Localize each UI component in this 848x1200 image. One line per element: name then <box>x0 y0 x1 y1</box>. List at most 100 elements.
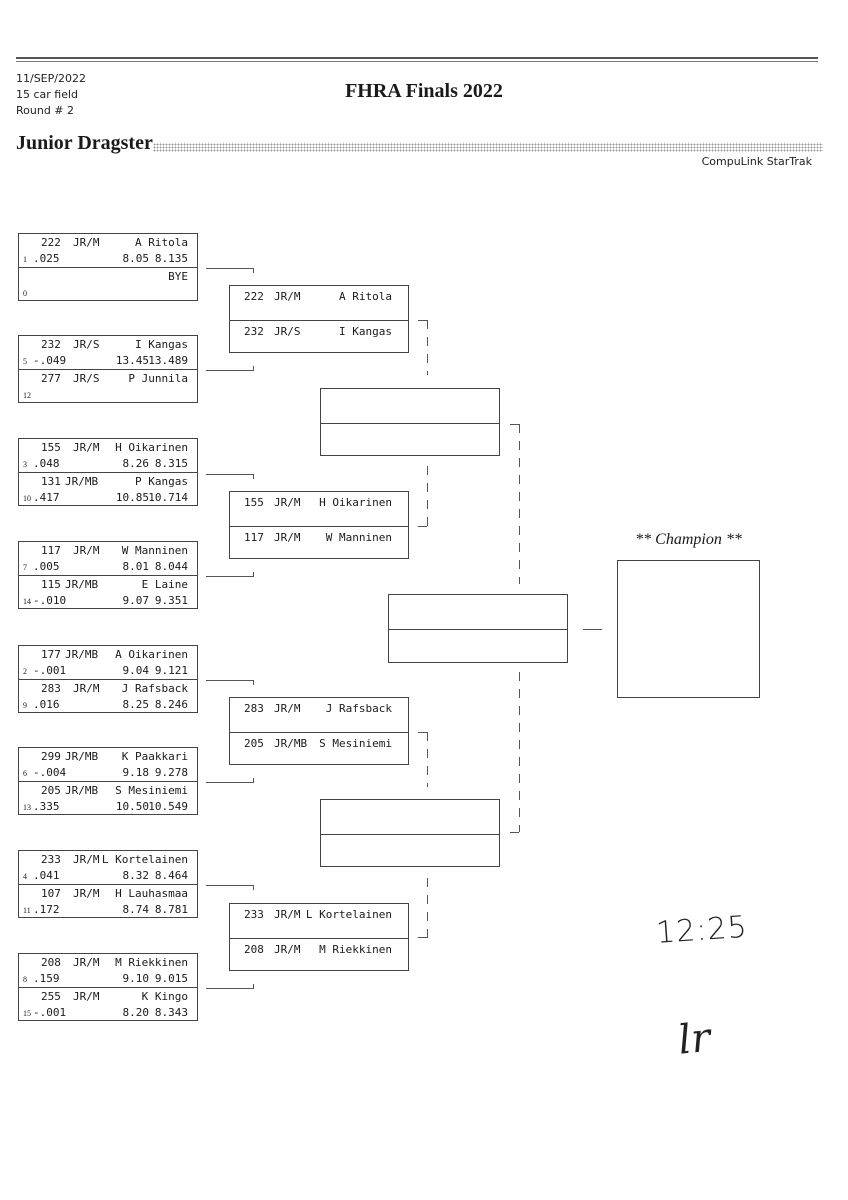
round2-dashed-connector <box>427 320 428 375</box>
racer-result-line: 4 .041 8.32 8.464 <box>19 869 197 884</box>
car-class: JR/M <box>73 236 100 249</box>
connector-tick <box>253 268 254 273</box>
car-class: JR/MB <box>274 737 308 750</box>
software-credit: CompuLink StarTrak <box>701 155 812 168</box>
car-number: 115 <box>41 578 61 591</box>
racer-lane: 283 JR/M J Rafsback 9 .016 8.25 8.246 <box>19 679 197 712</box>
racer-result-line: 0 <box>19 286 197 301</box>
car-number: 131 <box>41 475 61 488</box>
dial-in: 9.07 <box>122 594 150 607</box>
round2-connector <box>418 526 427 527</box>
driver-name: M Riekkinen <box>115 956 188 969</box>
dial-in: 8.20 <box>122 1006 150 1019</box>
car-number: 205 <box>41 784 61 797</box>
dotted-divider <box>153 143 823 152</box>
elapsed-time: 9.351 <box>154 594 188 607</box>
elapsed-time: 8.343 <box>154 1006 188 1019</box>
driver-name: W Manninen <box>325 531 392 544</box>
semifinal-pair-2 <box>320 799 500 867</box>
driver-name: L Kortelainen <box>305 908 392 921</box>
header-rule <box>16 57 818 59</box>
racer-lane: 283 JR/M J Rafsback <box>230 698 408 732</box>
car-number: 255 <box>41 990 61 1003</box>
qualifying-seed: 1 <box>23 255 27 264</box>
car-class: JR/MB <box>65 578 99 591</box>
racer-result-line: 14 -.010 9.07 9.351 <box>19 594 197 609</box>
driver-name: H Oikarinen <box>115 441 188 454</box>
reaction-time: .048 <box>33 457 60 470</box>
racer-entry-line: 177 JR/MB A Oikarinen <box>19 648 197 663</box>
driver-name: I Kangas <box>339 325 392 338</box>
racer-lane: 208 JR/M M Riekkinen <box>230 938 408 972</box>
dial-in: 10.50 <box>115 800 149 813</box>
car-number: 283 <box>244 702 264 715</box>
racer-result-line: 15 -.001 8.20 8.343 <box>19 1006 197 1021</box>
qualifying-seed: 15 <box>23 1009 31 1018</box>
round1-connector <box>206 268 254 269</box>
handwritten-time: 12:25 <box>655 909 749 951</box>
round1-pair: 117 JR/M W Manninen 7 .005 8.01 8.044 11… <box>18 541 198 609</box>
handwritten-initials: lr <box>676 1014 713 1064</box>
elapsed-time: 10.549 <box>148 800 188 813</box>
car-class: JR/M <box>274 290 301 303</box>
racer-entry-line: 255 JR/M K Kingo <box>19 990 197 1005</box>
racer-entry-line: 233 JR/M L Kortelainen <box>19 853 197 868</box>
racer-result-line: 6 -.004 9.18 9.278 <box>19 766 197 781</box>
driver-name: K Kingo <box>141 990 188 1003</box>
round1-connector <box>206 680 254 681</box>
racer-lane: 131 JR/MB P Kangas 10 .417 10.85 10.714 <box>19 472 197 505</box>
reaction-time: -.001 <box>33 664 67 677</box>
driver-name: A Ritola <box>135 236 188 249</box>
car-class: JR/MB <box>65 784 99 797</box>
round1-pair: 232 JR/S I Kangas 5 -.049 13.45 13.489 2… <box>18 335 198 403</box>
car-number: 117 <box>41 544 61 557</box>
event-title: FHRA Finals 2022 <box>345 80 503 102</box>
racer-entry-line: 299 JR/MB K Paakkari <box>19 750 197 765</box>
round2-dashed-connector <box>427 466 428 526</box>
qualifying-seed: 11 <box>23 906 31 915</box>
racer-entry-line: 107 JR/M H Lauhasmaa <box>19 887 197 902</box>
header-rule-thin <box>16 61 818 62</box>
reaction-time: .025 <box>33 252 60 265</box>
reaction-time: -.049 <box>33 354 67 367</box>
dial-in: 10.85 <box>115 491 149 504</box>
racer-entry-line: 205 JR/MB S Mesiniemi <box>19 784 197 799</box>
car-number: 107 <box>41 887 61 900</box>
car-class: JR/M <box>73 544 100 557</box>
car-class: JR/M <box>73 441 100 454</box>
semifinal-lane-2 <box>321 834 499 868</box>
semifinal-pair-1 <box>320 388 500 456</box>
round1-pair: 208 JR/M M Riekkinen 8 .159 9.10 9.015 2… <box>18 953 198 1021</box>
racer-result-line: 9 .016 8.25 8.246 <box>19 698 197 713</box>
final-pair <box>388 594 568 663</box>
racer-result-line: 2 -.001 9.04 9.121 <box>19 664 197 679</box>
connector-tick <box>253 680 254 685</box>
elapsed-time: 8.315 <box>154 457 188 470</box>
driver-name: I Kangas <box>135 338 188 351</box>
car-class: JR/M <box>73 990 100 1003</box>
car-number: 208 <box>41 956 61 969</box>
final-connector <box>583 629 602 630</box>
race-date: 11/SEP/2022 <box>16 72 86 85</box>
round2-connector <box>418 937 427 938</box>
racer-lane: 117 JR/M W Manninen <box>230 526 408 560</box>
driver-name: A Ritola <box>339 290 392 303</box>
driver-name: E Laine <box>141 578 188 591</box>
qualifying-seed: 4 <box>23 872 27 881</box>
racer-lane: 205 JR/MB S Mesiniemi 13 .335 10.50 10.5… <box>19 781 197 814</box>
round2-connector <box>418 320 427 321</box>
racer-lane: 205 JR/MB S Mesiniemi <box>230 732 408 766</box>
car-number: 233 <box>41 853 61 866</box>
reaction-time: -.004 <box>33 766 67 779</box>
car-class: JR/M <box>73 887 100 900</box>
car-number: 208 <box>244 943 264 956</box>
racer-result-line: 3 .048 8.26 8.315 <box>19 457 197 472</box>
racer-entry-line: 222 JR/M A Ritola <box>19 236 197 251</box>
racer-lane: 117 JR/M W Manninen 7 .005 8.01 8.044 <box>19 542 197 575</box>
car-class: JR/M <box>274 908 301 921</box>
racer-entry-line: 208 JR/M M Riekkinen <box>19 956 197 971</box>
car-number: 155 <box>244 496 264 509</box>
driver-name: S Mesiniemi <box>319 737 392 750</box>
elapsed-time: 8.781 <box>154 903 188 916</box>
